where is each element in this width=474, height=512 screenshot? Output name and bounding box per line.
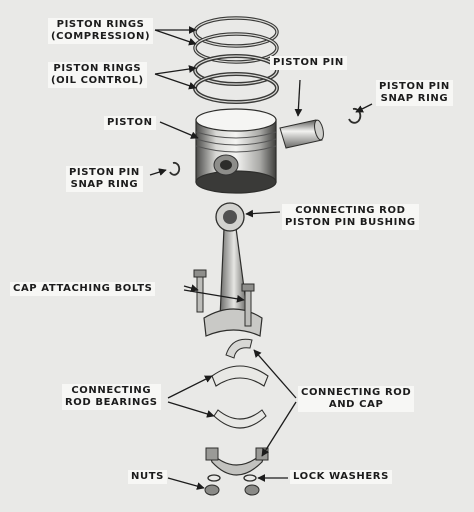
connecting-rod — [203, 202, 263, 337]
label-line: NUTS — [131, 471, 164, 482]
piston-pin — [279, 119, 324, 149]
label-line: PISTON PIN — [379, 81, 450, 92]
nuts-and-washers — [204, 474, 260, 496]
label-cap-attaching-bolts: CAP ATTACHING BOLTS — [10, 282, 156, 296]
label-line: CONNECTING — [71, 385, 152, 396]
label-line: CONNECTING ROD — [295, 205, 406, 216]
bearing-upper — [225, 338, 253, 359]
label-line: AND CAP — [328, 399, 384, 410]
label-line: PISTON PIN BUSHING — [285, 217, 416, 228]
label-line: PISTON PIN — [69, 167, 140, 178]
snap-ring-left — [169, 161, 181, 176]
cap-attaching-bolts — [193, 269, 255, 327]
label-line: PISTON — [107, 117, 153, 128]
label-piston-pin-snap-ring-left: PISTON PIN SNAP RING — [66, 166, 143, 192]
label-lock-washers: LOCK WASHERS — [290, 470, 392, 484]
label-line: PISTON RINGS — [56, 19, 145, 30]
label-piston-rings-compression: PISTON RINGS (COMPRESSION) — [48, 18, 154, 44]
piston — [195, 108, 277, 194]
label-line: SNAP RING — [70, 179, 139, 190]
label-line: CONNECTING ROD — [301, 387, 412, 398]
label-piston-rings-oil-control: PISTON RINGS (OIL CONTROL) — [48, 62, 147, 88]
rod-cap — [205, 447, 269, 476]
label-connecting-rod-and-cap: CONNECTING ROD AND CAP — [298, 386, 415, 412]
bearing-middle — [211, 365, 269, 387]
label-connecting-rod-bearings: CONNECTING ROD BEARINGS — [62, 384, 161, 410]
label-line: ROD BEARINGS — [65, 397, 158, 408]
leader-lines — [149, 26, 373, 490]
label-connecting-rod-bushing: CONNECTING ROD PISTON PIN BUSHING — [282, 204, 419, 230]
label-piston-pin-snap-ring-right: PISTON PIN SNAP RING — [376, 80, 453, 106]
label-line: SNAP RING — [380, 93, 449, 104]
label-line: (OIL CONTROL) — [51, 75, 144, 86]
label-piston: PISTON — [104, 116, 156, 130]
label-line: CAP ATTACHING BOLTS — [13, 283, 153, 294]
bearing-lower — [213, 409, 267, 429]
compression-rings — [193, 16, 279, 64]
label-line: PISTON RINGS — [53, 63, 142, 74]
label-nuts: NUTS — [128, 470, 167, 484]
label-piston-pin: PISTON PIN — [270, 56, 347, 70]
label-line: LOCK WASHERS — [293, 471, 389, 482]
label-line: (COMPRESSION) — [51, 31, 151, 42]
label-line: PISTON PIN — [273, 57, 344, 68]
